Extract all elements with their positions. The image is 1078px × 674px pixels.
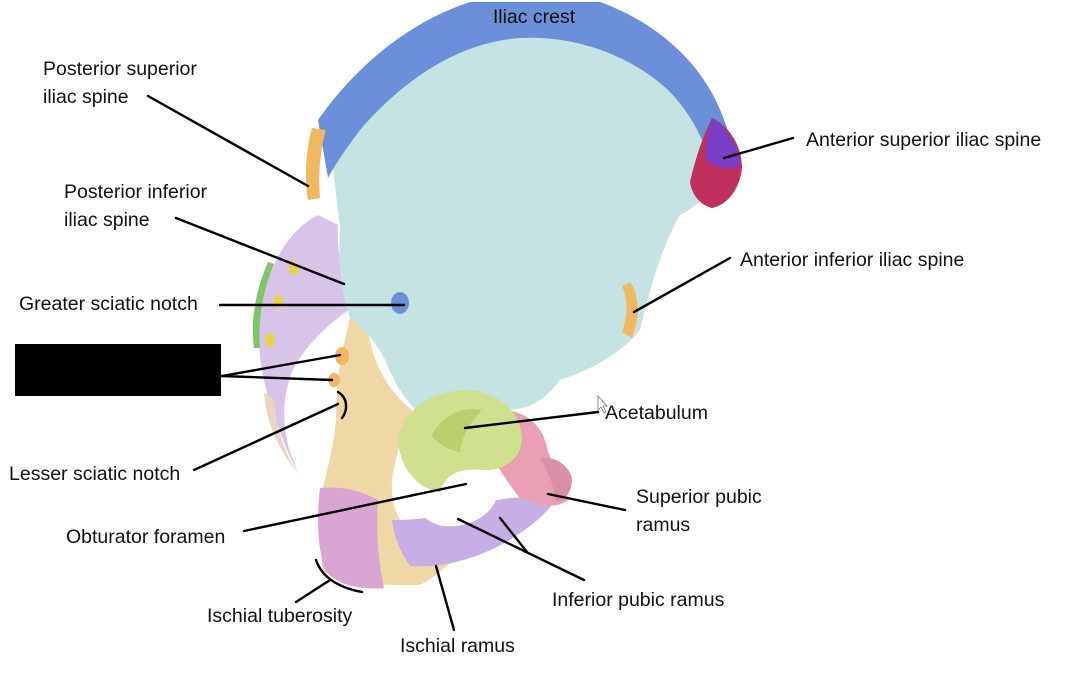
mouse-cursor-icon — [597, 394, 608, 414]
label-asis: Anterior superior iliac spine — [806, 129, 1041, 151]
label-iliac-crest: Iliac crest — [493, 6, 576, 28]
label-psis-line1: Posterior superior — [43, 58, 197, 80]
label-greater-sciatic-notch: Greater sciatic notch — [19, 293, 198, 315]
leader-line-ischial-ramus — [434, 564, 456, 632]
leader-line-redacted-upper — [220, 353, 342, 378]
leader-line-superior-pubic-ramus — [546, 492, 627, 512]
ilium-body — [330, 8, 725, 420]
label-piis-line2: iliac spine — [64, 209, 150, 231]
leader-line-inferior-pubic-ramus-b — [498, 516, 529, 554]
label-aiis: Anterior inferior iliac spine — [740, 249, 964, 271]
leader-line-psis — [146, 94, 310, 188]
label-inferior-pubic-ramus: Inferior pubic ramus — [552, 589, 725, 611]
label-ischial-tuberosity: Ischial tuberosity — [207, 605, 352, 627]
label-acetabulum: Acetabulum — [605, 402, 708, 424]
label-lesser-sciatic-notch: Lesser sciatic notch — [9, 463, 180, 485]
leader-line-obturator-foramen — [242, 482, 468, 533]
psis-accent — [305, 128, 326, 200]
leader-lines — [146, 94, 795, 632]
label-ischial-ramus: Ischial ramus — [400, 635, 515, 657]
ischial-tuberosity-bracket — [314, 558, 364, 594]
label-obturator-foramen: Obturator foramen — [66, 526, 225, 548]
label-superior-pubic-ramus-line1: Superior pubic — [636, 486, 762, 508]
labels: Iliac crest Posterior superior iliac spi… — [9, 6, 1041, 657]
aiis-accent — [622, 282, 638, 338]
iliac-crest-region — [318, 2, 738, 178]
leader-line-redacted-lower — [220, 374, 334, 382]
label-piis-line1: Posterior inferior — [64, 181, 208, 203]
leader-line-asis — [722, 136, 795, 160]
sacral-green-edge — [252, 262, 274, 348]
sacral-yellow-spot — [273, 295, 283, 309]
leader-line-lesser-sciatic-notch — [192, 402, 340, 472]
inferior-pubic-ramus-region — [392, 497, 552, 567]
leader-line-aiis — [632, 256, 732, 314]
label-superior-pubic-ramus-line2: ramus — [636, 514, 690, 536]
lesser-sciatic-notch-bracket — [336, 390, 348, 420]
hip-bone-illustration — [252, 2, 742, 589]
label-psis-line2: iliac spine — [43, 86, 129, 108]
leader-line-ischial-tuberosity — [294, 578, 332, 604]
leader-line-inferior-pubic-ramus-a — [456, 517, 586, 582]
ischial-spine-accent — [328, 373, 340, 387]
leader-line-acetabulum — [463, 410, 600, 430]
leader-line-piis — [174, 216, 346, 286]
sacral-tail — [264, 392, 298, 474]
ischial-spine-accent — [335, 347, 349, 365]
pubic-crest-region — [540, 457, 572, 502]
sacral-yellow-spot — [265, 333, 275, 347]
redacted-label-box — [15, 344, 221, 396]
acetabular-notch — [432, 409, 482, 452]
greater-sciatic-notch-marker — [391, 292, 409, 314]
